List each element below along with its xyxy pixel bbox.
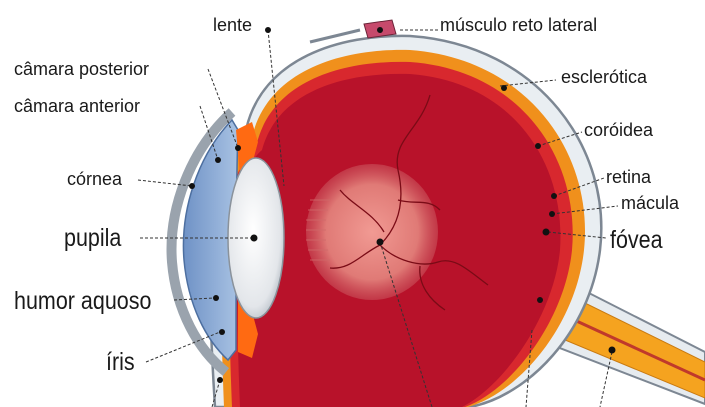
label-cornea: córnea	[67, 169, 122, 189]
label-fovea: fóvea	[610, 226, 663, 254]
label-musculo-reto-lateral: músculo reto lateral	[440, 15, 597, 35]
label-camara-posterior: câmara posterior	[14, 59, 149, 79]
label-camara-anterior: câmara anterior	[14, 96, 140, 116]
label-iris: íris	[106, 348, 135, 376]
label-coroidea: coróidea	[584, 120, 653, 140]
label-retina: retina	[606, 167, 651, 187]
label-esclerotica: esclerótica	[561, 67, 647, 87]
label-humor-aquoso: humor aquoso	[14, 287, 151, 315]
label-pupila: pupila	[64, 224, 121, 252]
macula-region	[306, 164, 438, 300]
label-lente: lente	[213, 15, 252, 35]
label-macula: mácula	[621, 193, 679, 213]
